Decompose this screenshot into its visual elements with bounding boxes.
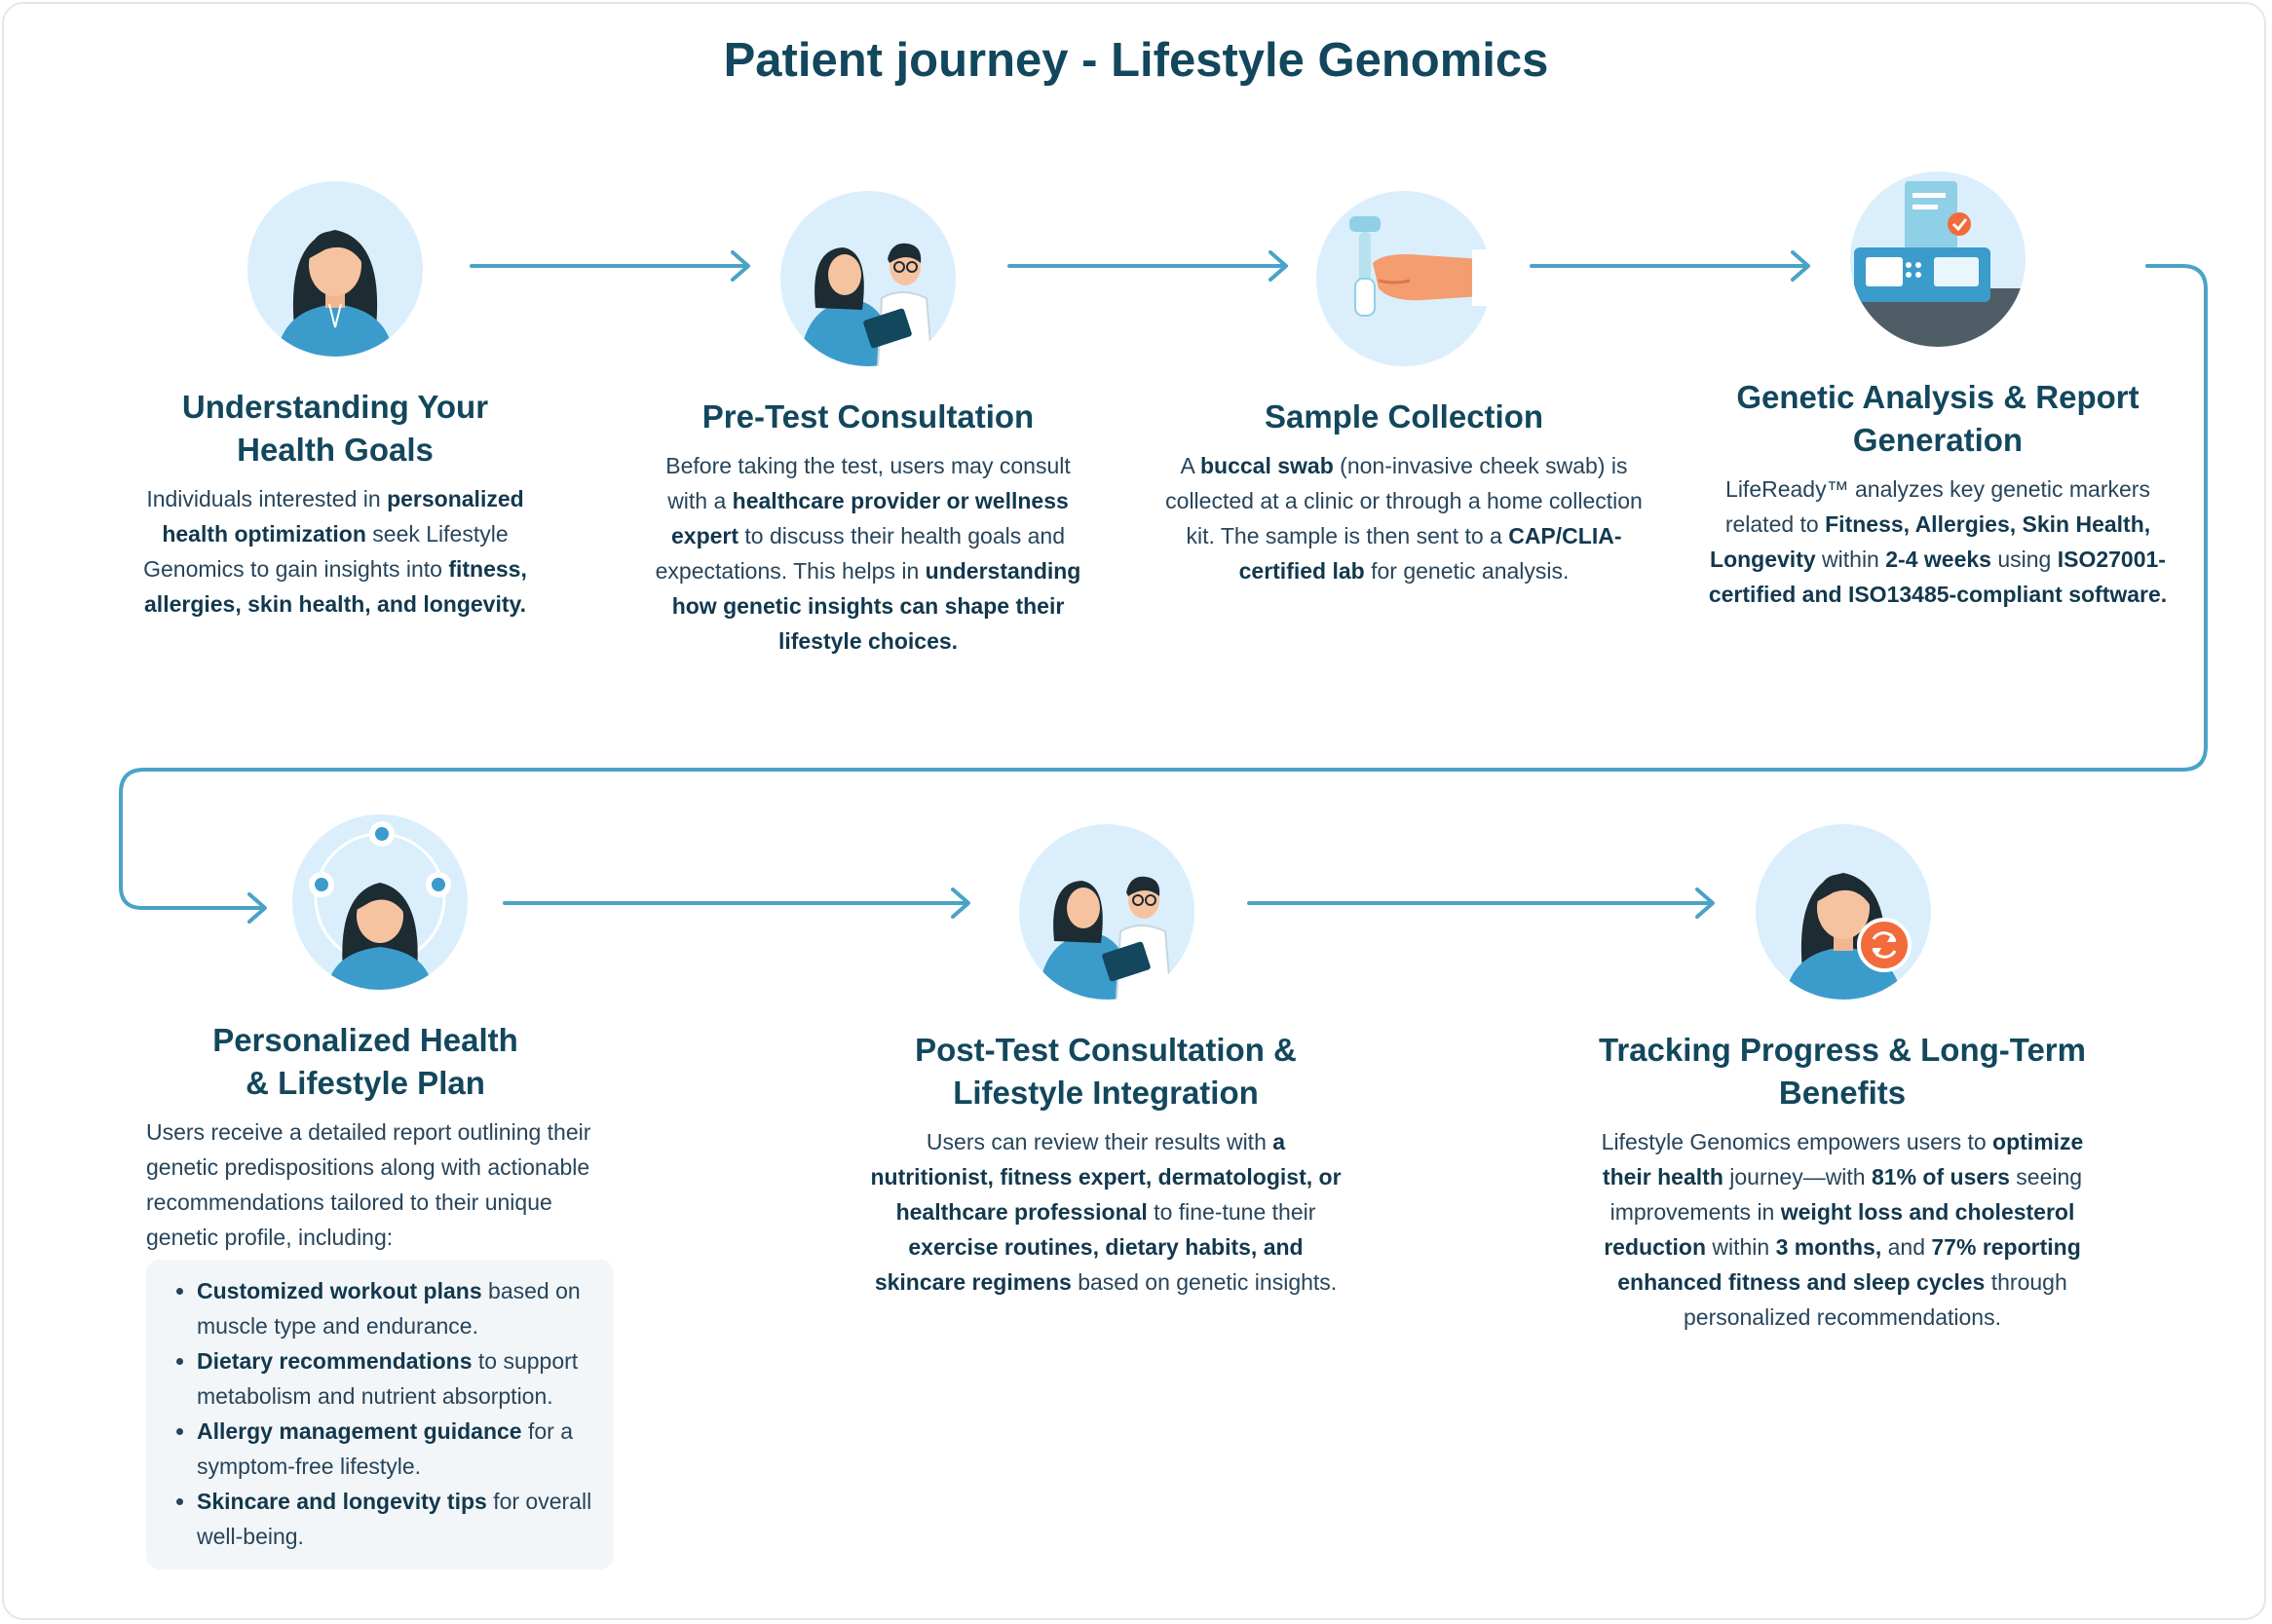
arrow-step3-to-step4: [1530, 250, 1810, 282]
text-run: Users receive a detailed report outlinin…: [146, 1119, 591, 1250]
person-woman-icon: [277, 230, 394, 357]
text-run: for genetic analysis.: [1364, 558, 1570, 584]
step4-title: Genetic Analysis & Report Generation: [1736, 379, 2139, 458]
text-run: using: [1990, 547, 2058, 572]
text-run: seek Lifestyle Genomics to gain insights…: [143, 521, 509, 582]
arrow-step6-to-step7: [1247, 888, 1715, 919]
text-run: Before taking the test, users may consul…: [665, 453, 1071, 513]
bold-text-run: buccal swab: [1200, 453, 1334, 478]
bold-text-run: Skincare and longevity tips: [197, 1489, 487, 1514]
step5-illustration: [292, 814, 468, 990]
text-run: LifeReady™ analyzes key genetic markers …: [1724, 476, 2150, 537]
bold-text-run: 2-4 weeks: [1885, 547, 1991, 572]
personalized-plan-icon: [309, 821, 451, 990]
text-run: (non-invasive cheek swab) is collected a…: [1165, 453, 1643, 548]
step1-title: Understanding Your Health Goals: [181, 389, 489, 468]
step3-illustration: [1316, 191, 1492, 366]
text-run: seeing improvements in: [1609, 1164, 2083, 1225]
step5: Personalized Health& Lifestyle Plan User…: [146, 1019, 624, 1255]
bold-text-run: 3 months,: [1775, 1234, 1882, 1260]
text-run: Users can review their results with: [926, 1129, 1273, 1154]
text-run: within: [1815, 547, 1886, 572]
step2-title: Pre-Test Consultation: [701, 398, 1035, 434]
step7-illustration: [1756, 824, 1931, 1000]
text-run: within: [1706, 1234, 1776, 1260]
progress-refresh-icon: [1785, 873, 1912, 1000]
text-run: to discuss their health goals and expect…: [655, 523, 1066, 584]
bold-text-run: Fitness, Allergies, Skin Health, Longevi…: [1710, 511, 2151, 572]
text-run: Lifestyle Genomics empowers users to: [1601, 1129, 1993, 1154]
bold-text-run: ISO27001-certified and ISO13485-complian…: [1708, 547, 2168, 607]
arrow-row-wrap: [119, 264, 2208, 924]
arrow-step5-to-step6: [503, 888, 970, 919]
recommendation-item: Dietary recommendations to support metab…: [197, 1343, 594, 1414]
bold-text-run: 77% reporting enhanced fitness and sleep…: [1617, 1234, 2081, 1295]
bold-text-run: optimize their health: [1602, 1129, 2084, 1190]
step5-recommendation-list: Customized workout plans based on muscle…: [146, 1260, 614, 1569]
consultation-icon: [1039, 876, 1173, 1000]
bold-text-run: weight loss and cholesterol reduction: [1604, 1199, 2075, 1260]
step5-description: Users receive a detailed report outlinin…: [146, 1114, 624, 1255]
arrow-step1-to-step2: [470, 250, 750, 282]
step4: Genetic Analysis & Report Generation Lif…: [1704, 376, 2172, 612]
text-run: to support metabolism and nutrient absor…: [197, 1348, 579, 1409]
step7-description: Lifestyle Genomics empowers users to opt…: [1599, 1124, 2086, 1335]
text-run: based on genetic insights.: [1071, 1269, 1338, 1295]
text-run: through personalized recommendations.: [1683, 1269, 2067, 1330]
bold-text-run: CAP/CLIA-certified lab: [1238, 523, 1622, 584]
step3-description: A buccal swab (non-invasive cheek swab) …: [1165, 448, 1643, 588]
page-title: Patient journey - Lifestyle Genomics: [723, 34, 1549, 87]
bold-text-run: a nutritionist, fitness expert, dermatol…: [870, 1129, 1342, 1225]
bold-text-run: understanding how genetic insights can s…: [671, 558, 1081, 654]
step6-illustration: [1019, 824, 1194, 1000]
step6-description: Users can review their results with a nu…: [862, 1124, 1349, 1300]
step1-illustration: [247, 181, 423, 357]
text-run: for a symptom-free lifestyle.: [197, 1418, 574, 1479]
bold-text-run: personalized health optimization: [162, 486, 524, 547]
step2: Pre-Test Consultation Before taking the …: [644, 396, 1092, 659]
recommendation-item: Skincare and longevity tips for overall …: [197, 1484, 594, 1554]
recommendation-item: Customized workout plans based on muscle…: [197, 1273, 594, 1343]
step3: Sample Collection A buccal swab (non-inv…: [1165, 396, 1643, 588]
arrow-step2-to-step3: [1007, 250, 1288, 282]
text-run: based on muscle type and endurance.: [197, 1278, 581, 1339]
step1: Understanding Your Health Goals Individu…: [131, 386, 540, 622]
bold-text-run: Dietary recommendations: [197, 1348, 473, 1374]
step6: Post-Test Consultation &Lifestyle Integr…: [862, 1029, 1349, 1300]
bold-text-run: Customized workout plans: [197, 1278, 482, 1303]
step1-description: Individuals interested in personalized h…: [131, 481, 540, 622]
step5-title: Personalized Health& Lifestyle Plan: [212, 1022, 518, 1101]
step2-description: Before taking the test, users may consul…: [644, 448, 1092, 659]
step4-illustration: [1850, 171, 2026, 347]
recommendation-item: Allergy management guidance for a sympto…: [197, 1414, 594, 1484]
step2-illustration: [780, 191, 956, 366]
bold-text-run: 81% of users: [1872, 1164, 2010, 1190]
text-run: to fine-tune their: [1147, 1199, 1316, 1225]
text-run: Individuals interested in: [146, 486, 388, 511]
bold-text-run: exercise routines, dietary habits, and s…: [874, 1234, 1304, 1295]
bold-text-run: fitness, allergies, skin health, and lon…: [144, 556, 527, 617]
bold-text-run: Allergy management guidance: [197, 1418, 522, 1444]
text-run: journey—with: [1723, 1164, 1872, 1190]
consultation-icon: [800, 243, 934, 366]
lab-analyzer-icon: [1850, 181, 2026, 347]
cheek-swab-icon: [1349, 216, 1492, 317]
step3-title: Sample Collection: [1264, 398, 1544, 434]
text-run: for overall well-being.: [197, 1489, 592, 1549]
text-run: A: [1180, 453, 1200, 478]
step4-description: LifeReady™ analyzes key genetic markers …: [1704, 472, 2172, 612]
step6-title: Post-Test Consultation &Lifestyle Integr…: [915, 1032, 1297, 1111]
bold-text-run: healthcare provider or wellness expert: [670, 488, 1069, 548]
text-run: and: [1881, 1234, 1932, 1260]
